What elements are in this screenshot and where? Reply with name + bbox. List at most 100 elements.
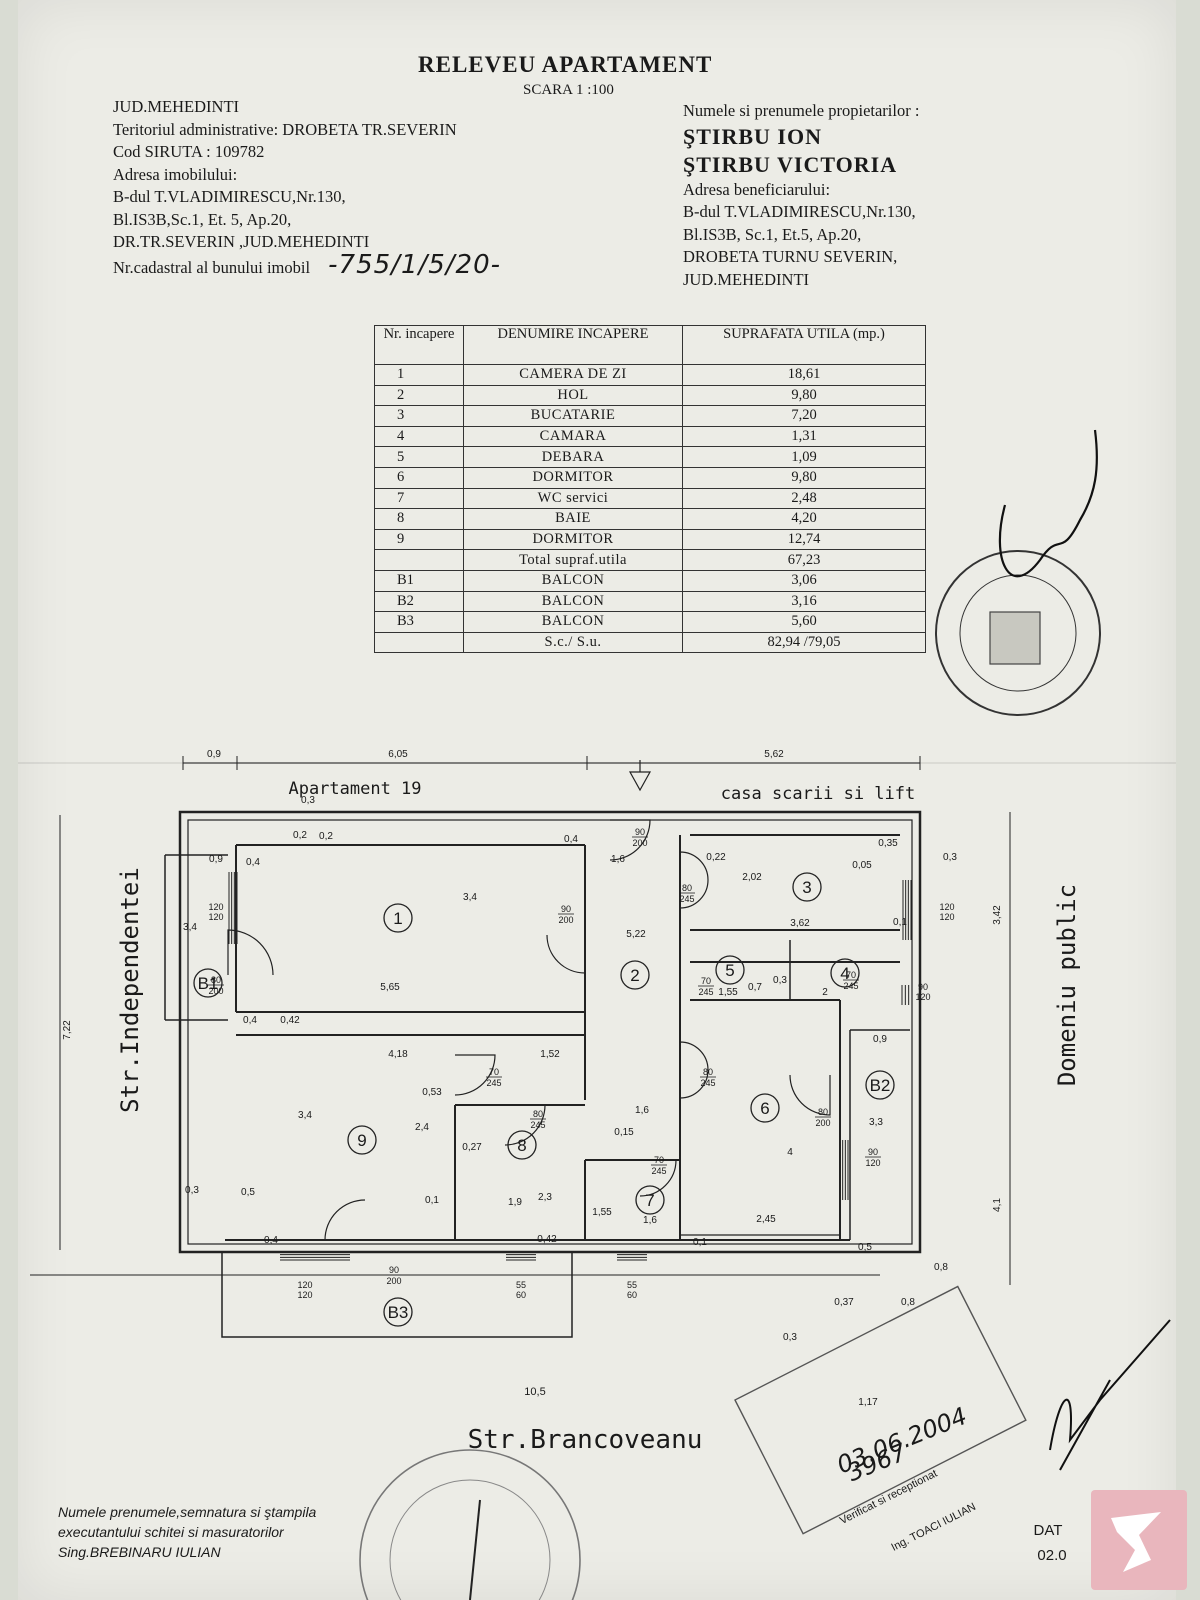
room-label: 4 (840, 964, 849, 983)
left-header-line: B-dul T.VLADIMIRESCU,Nr.130, (113, 187, 346, 206)
table-header-row: Nr. incapere DENUMIRE INCAPERE SUPRAFATA… (374, 325, 926, 365)
door-size-tag: 80 (818, 1107, 828, 1117)
table-row: S.c./ S.u.82,94 /79,05 (374, 631, 926, 654)
beneficiary-line: Bl.IS3B, Sc.1, Et.5, Ap.20, (683, 224, 862, 244)
window-size-tag: 120 (297, 1280, 312, 1290)
door-size-tag: 70 (846, 970, 856, 980)
dimension-label: 0,4 (243, 1015, 257, 1026)
balcony-label-circle (383, 1297, 413, 1327)
door-size-tag: 245 (698, 987, 713, 997)
door-size-tag: 90 (389, 1265, 399, 1275)
room-label: 2 (630, 966, 639, 985)
window-size-tag: 120 (915, 992, 930, 1002)
left-header-line: Bl.IS3B,Sc.1, Et. 5, Ap.20, (113, 209, 292, 229)
window-size-tag: 120 (297, 1290, 312, 1300)
cadastral-number: -755/1/5/20- (328, 249, 502, 280)
window-size-tag: 120 (208, 912, 223, 922)
room-label: 6 (760, 1099, 769, 1118)
dimension-label: 0,15 (614, 1127, 634, 1138)
dimension-label: 1,9 (508, 1197, 522, 1208)
door-swing-balcony-b3 (324, 1199, 366, 1241)
dimension-label: 4,18 (388, 1049, 408, 1060)
dimension-label: 0,35 (878, 838, 898, 849)
left-header-line: DR.TR.SEVERIN ,JUD.MEHEDINTI (113, 232, 370, 251)
street-left-label: Str.Independentei (116, 867, 144, 1113)
dimension-label: 1,6 (643, 1215, 657, 1226)
executant-block: Numele prenumele,semnatura si ştampila e… (58, 1502, 316, 1562)
door-size-tag: 245 (700, 1078, 715, 1088)
dimension-label: 2 (822, 987, 828, 998)
signature-owner (998, 429, 1098, 578)
dimension-label: 0,4 (246, 857, 260, 868)
door-size-tag: 80 (682, 883, 692, 893)
door-size-tag: 80 (211, 975, 221, 985)
door-size-tag: 200 (558, 915, 573, 925)
beneficiary-label: Adresa beneficiarului: (683, 179, 831, 199)
room-name-cell: BALCON (463, 569, 683, 592)
window-size-tag: 120 (208, 902, 223, 912)
dimension-label: 0,42 (280, 1015, 300, 1026)
owner-name: ŞTIRBU ION (683, 123, 822, 149)
door-size-tag: 200 (632, 838, 647, 848)
stairs-label: casa scarii si lift (721, 784, 915, 804)
document-scale: SCARA 1 :100 (523, 82, 614, 98)
official-seal-inner (959, 574, 1077, 692)
room-label-circle (347, 1125, 377, 1155)
room-label-circle (383, 903, 413, 933)
window-size-tag: 60 (627, 1290, 637, 1300)
street-bottom-label: Str.Brancoveanu (468, 1425, 703, 1455)
door-swing-room1 (546, 934, 586, 974)
left-header-line: JUD.MEHEDINTI (113, 97, 240, 116)
dimension-label: 0,1 (425, 1195, 439, 1206)
dimension-label: 0,37 (834, 1297, 854, 1308)
door-size-tag: 80 (533, 1109, 543, 1119)
neighbor-label: Apartament 19 (288, 779, 421, 799)
room-label-circle (620, 960, 650, 990)
dimension-label: 5,65 (380, 982, 400, 993)
dimension-label: 0,3 (185, 1185, 199, 1196)
dimension-label: 0,5 (241, 1187, 255, 1198)
door-size-tag: 90 (868, 1147, 878, 1157)
dimension-label: 0,3 (943, 852, 957, 863)
door-size-tag: 200 (815, 1118, 830, 1128)
dimension-label: 5,62 (764, 749, 784, 760)
dimension-label: 0,05 (852, 860, 872, 871)
room-label-circle (507, 1130, 537, 1160)
left-header-line: Adresa imobilului: (113, 164, 238, 184)
room-area-cell: 7,20 (682, 405, 926, 427)
cadastral-label: Nr.cadastral al bunului imobil (113, 257, 311, 277)
dimension-label: 2,4 (415, 1122, 429, 1133)
left-header: JUD.MEHEDINTI Teritoriul administrative:… (113, 96, 501, 278)
authorization-stamp-inner (389, 1479, 551, 1600)
door-size-tag: 245 (530, 1120, 545, 1130)
dimension-label: 0,3 (783, 1332, 797, 1343)
room-label-circle (635, 1185, 665, 1215)
window-size-tag: 120 (939, 912, 954, 922)
dimension-label: 4,1 (992, 1198, 1003, 1212)
dimension-label: 1,55 (718, 987, 738, 998)
dimension-label: 0,3 (301, 795, 315, 806)
room-name-cell: DORMITOR (463, 466, 683, 489)
dimension-label: 7,22 (62, 1020, 73, 1040)
official-seal-icon (935, 550, 1101, 716)
room-label: 3 (802, 878, 811, 897)
dimension-label: 0,1 (893, 917, 907, 928)
door-swing-wc (639, 1159, 677, 1197)
dimension-label: 0,4 (264, 1235, 278, 1246)
door-swing-bath (504, 1104, 546, 1146)
room-label-circle (715, 955, 745, 985)
stamp-verifier: Ing. TOACI IULIAN (889, 1501, 977, 1554)
door-size-tag: 90 (561, 904, 571, 914)
room-area-cell: 82,94 /79,05 (682, 631, 926, 654)
dimension-label: 0,5 (858, 1242, 872, 1253)
dimension-label: 3,3 (869, 1117, 883, 1128)
door-size-tag: 120 (865, 1158, 880, 1168)
